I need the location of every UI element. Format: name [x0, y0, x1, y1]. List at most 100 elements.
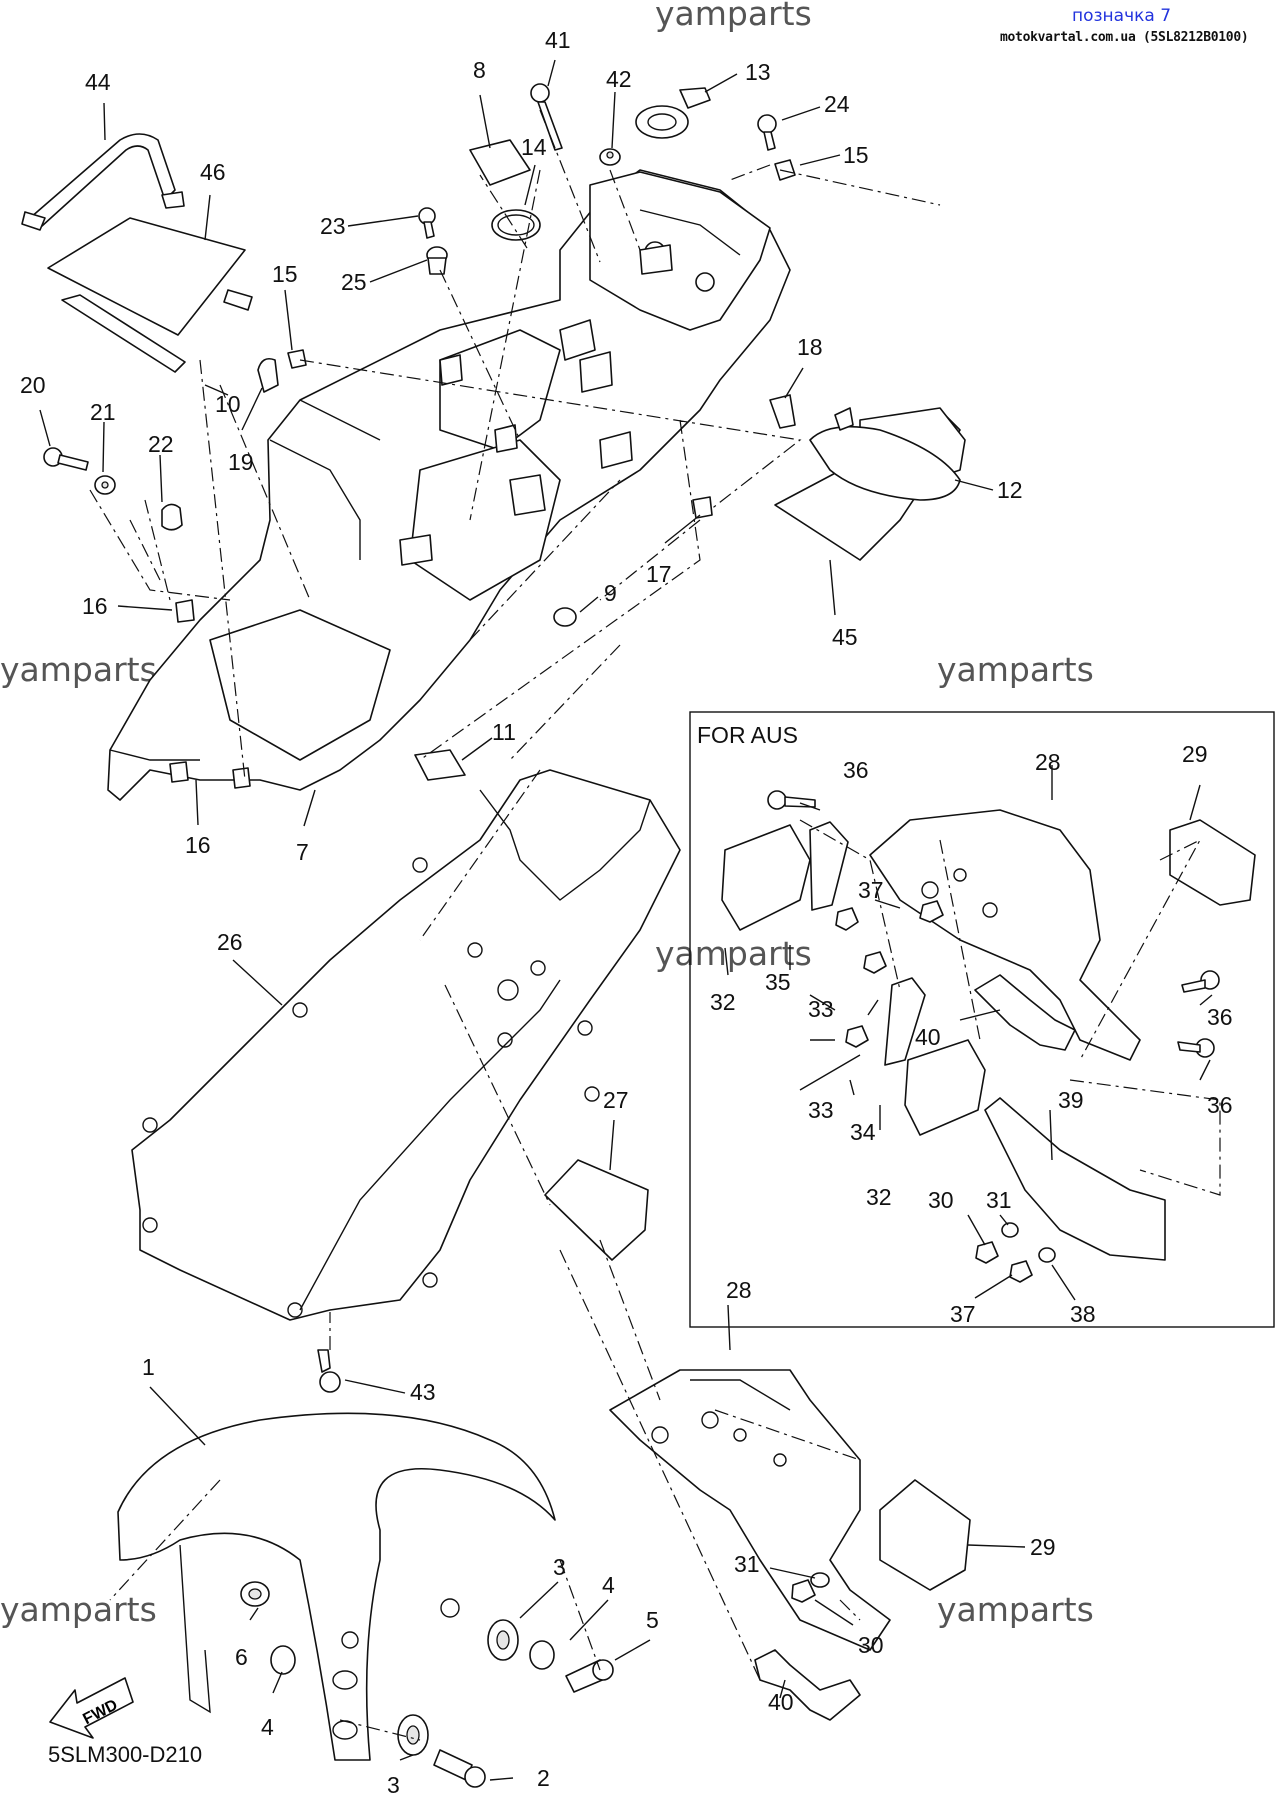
part-reflector-29	[879, 1479, 971, 1591]
part-bracket-40	[754, 1649, 861, 1721]
callout-1: 1	[142, 1354, 155, 1380]
part-aus-washer-31	[1001, 1222, 1019, 1238]
callout-45: 45	[832, 624, 858, 650]
part-screw-23	[418, 207, 436, 239]
part-aus-nut-30	[975, 1241, 999, 1264]
fwd-arrow-icon: FWD	[49, 1677, 134, 1739]
callout-24: 24	[824, 91, 850, 117]
watermark: yamparts	[937, 1590, 1094, 1629]
callout-37-bottom: 37	[950, 1301, 976, 1327]
part-washer-31	[810, 1572, 830, 1588]
callout-28: 28	[726, 1277, 752, 1303]
inset-label: FOR AUS	[697, 722, 798, 748]
callout-38: 38	[1070, 1301, 1096, 1327]
callout-46: 46	[200, 159, 226, 185]
header-source: motokvartal.com.ua (5SL8212B0100)	[1000, 30, 1249, 45]
callout-37-top: 37	[858, 877, 884, 903]
part-damper-3	[487, 1619, 519, 1661]
callout-16-upper: 16	[82, 593, 108, 619]
part-rear-frame	[107, 169, 791, 801]
callout-3-left: 3	[387, 1772, 400, 1798]
callout-4-right: 4	[602, 1572, 615, 1598]
part-cap-9	[553, 607, 577, 627]
part-sheet	[47, 217, 246, 336]
part-aus-nut-33	[835, 907, 859, 931]
part-rear-fender	[131, 769, 681, 1321]
callout-36-right-lower: 36	[1207, 1092, 1233, 1118]
callout-42: 42	[606, 66, 632, 92]
callout-2: 2	[537, 1765, 550, 1791]
part-bolt-5	[565, 1659, 614, 1693]
callout-31: 31	[734, 1551, 760, 1577]
aus-inset-frame	[689, 711, 1275, 1328]
callout-25: 25	[341, 269, 367, 295]
part-aus-nut-37c	[1009, 1260, 1033, 1283]
part-wing-nut	[834, 407, 854, 431]
part-collar-42	[599, 148, 621, 166]
part-plate-27	[544, 1159, 649, 1261]
callout-6: 6	[235, 1644, 248, 1670]
callout-21: 21	[90, 399, 116, 425]
part-collar-25	[426, 246, 448, 275]
part-aus-reflector-29	[1169, 819, 1256, 906]
header-link[interactable]: позначка 7	[1072, 6, 1172, 26]
callout-44: 44	[85, 69, 111, 95]
callout-32-left: 32	[710, 989, 736, 1015]
callout-17: 17	[646, 561, 672, 587]
part-nut-30	[791, 1579, 816, 1603]
callout-23: 23	[320, 213, 346, 239]
part-nut-17	[692, 496, 713, 519]
part-screw-24	[757, 114, 777, 151]
callout-30: 30	[858, 1632, 884, 1658]
watermark: yamparts	[655, 0, 812, 33]
callout-15-left: 15	[272, 261, 298, 287]
part-bolt-20	[43, 447, 89, 471]
part-clip-18	[769, 394, 796, 429]
callout-3-right: 3	[553, 1554, 566, 1580]
callout-15: 15	[843, 142, 869, 168]
callout-29: 29	[1030, 1534, 1056, 1560]
part-bolt-2	[433, 1749, 486, 1788]
callout-40: 40	[768, 1689, 794, 1715]
callout-33-lower: 33	[808, 1097, 834, 1123]
part-aus-bolt-36c	[1177, 1038, 1215, 1058]
callout-19: 19	[228, 449, 254, 475]
callout-33-upper: 33	[808, 996, 834, 1022]
part-aus-bolt-36	[767, 790, 816, 810]
part-nut-16b	[169, 761, 189, 783]
callout-36-right: 36	[1207, 1004, 1233, 1030]
callout-aus-28: 28	[1035, 749, 1061, 775]
part-aus-reflector-32b	[904, 1039, 986, 1136]
part-nut-16c	[232, 767, 251, 789]
callout-7: 7	[296, 839, 309, 865]
part-damper-3b	[397, 1714, 429, 1756]
watermark: yamparts	[937, 650, 1094, 689]
part-pad-11	[414, 749, 466, 781]
callout-13: 13	[745, 59, 771, 85]
diagram-code: 5SLM300-D210	[48, 1742, 203, 1767]
part-screw-43	[317, 1349, 341, 1393]
part-collar-6	[240, 1581, 270, 1607]
callout-36-top: 36	[843, 757, 869, 783]
part-aus-reflector-32	[721, 824, 811, 931]
part-nut-15b	[287, 349, 307, 369]
part-bolt-41	[530, 83, 563, 151]
watermark: yamparts	[0, 1590, 157, 1629]
part-nut-16	[175, 599, 195, 623]
part-aus-nut-33b	[845, 1025, 869, 1048]
callout-8: 8	[473, 57, 486, 83]
callout-35: 35	[765, 969, 791, 995]
part-aus-stay-35	[809, 821, 849, 911]
callout-22: 22	[148, 431, 174, 457]
callout-aus-31: 31	[986, 1187, 1012, 1213]
part-ring	[635, 87, 711, 139]
part-aus-bolt-36b	[1181, 970, 1220, 993]
part-aus-bracket-40	[974, 974, 1076, 1051]
part-nut-15	[774, 159, 796, 181]
part-aus-bracket-28	[869, 809, 1141, 1061]
part-strap	[21, 133, 185, 231]
callout-32-lower: 32	[866, 1184, 892, 1210]
callout-16-lower: 16	[185, 832, 211, 858]
part-clip-19	[257, 357, 279, 393]
